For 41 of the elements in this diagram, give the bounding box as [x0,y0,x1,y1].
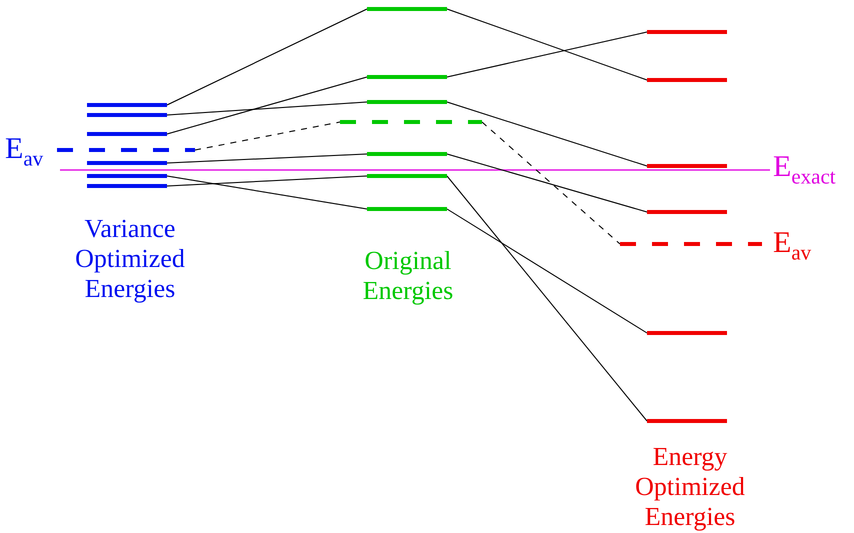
average-energy-level [620,242,762,246]
energy-level-bar [367,7,447,11]
energy-level-bar [87,113,167,117]
connector-line [446,32,648,78]
energy-level-bar [647,30,727,34]
energy-level-bar [367,207,447,211]
connector-line [446,154,648,212]
energy-symbol: E$_{av}$ [5,132,44,170]
energy-level-bar [87,174,167,178]
connector-line [166,102,368,116]
energy-level-bar [87,184,167,188]
connector-line [446,176,648,422]
connector-line [166,176,368,186]
connector-line [482,122,620,244]
column-label: Energy Optimized Energies [634,442,746,532]
energy-level-bar [87,132,167,136]
energy-symbol: E$_{exact}$ [773,150,837,188]
average-energy-level [57,148,195,152]
connector-line [194,122,340,150]
energy-level-bar [647,331,727,335]
connector-line [446,8,648,80]
average-energy-level [340,120,482,124]
energy-symbol: E$_{av}$ [773,226,812,264]
column-label: Variance Optimized Energies [74,214,186,304]
energy-level-bar [367,100,447,104]
connector-line [446,102,648,166]
energy-level-bar [87,103,167,107]
energy-level-bar [647,210,727,214]
energy-level-bar [367,75,447,79]
energy-level-bar [647,164,727,168]
connector-line [166,176,368,210]
connector-line [166,76,368,134]
column-label: Original Energies [362,246,454,306]
energy-level-bar [367,152,447,156]
energy-level-bar [647,419,727,423]
connector-line [446,208,648,334]
energy-level-bar [87,161,167,165]
energy-level-bar [647,78,727,82]
energy-level-bar [367,174,447,178]
connector-line [166,8,368,106]
connector-line [166,154,368,164]
